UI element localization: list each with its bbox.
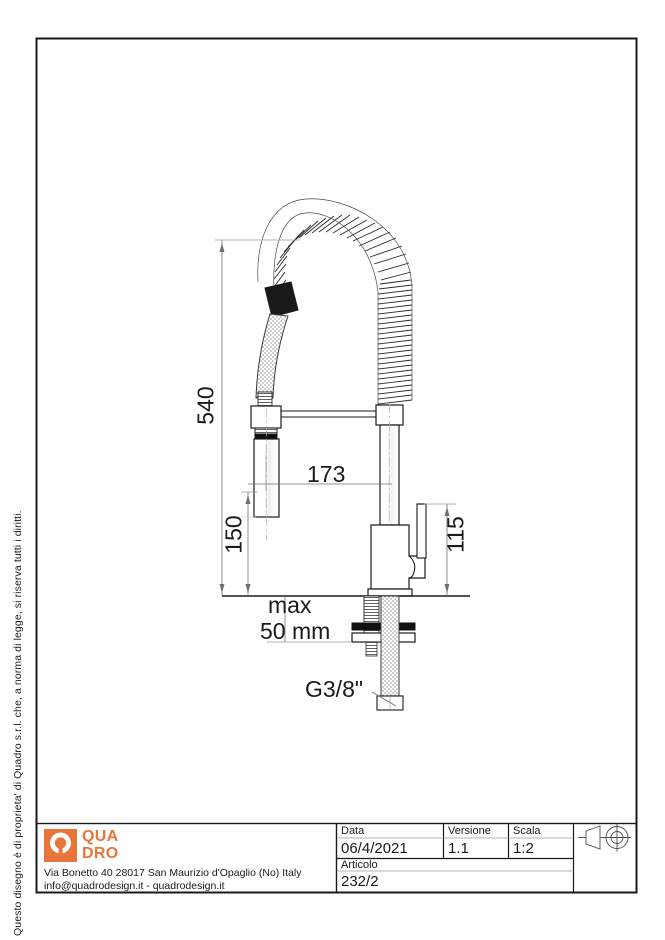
field-value-scala: 1:2 bbox=[513, 840, 534, 857]
coil-straight-right bbox=[377, 279, 413, 405]
faucet-drawing bbox=[222, 198, 470, 711]
field-header-scala: Scala bbox=[513, 825, 541, 837]
copyright-notice: Questo disegno è di proprieta' di Quadro… bbox=[12, 510, 24, 936]
leader-g38 bbox=[371, 691, 397, 707]
dim-173 bbox=[248, 455, 392, 492]
field-value-versione: 1.1 bbox=[448, 840, 469, 857]
dim-label-115: 115 bbox=[442, 516, 469, 553]
annotation-thread-size: G3/8" bbox=[305, 676, 364, 702]
mounting-hardware bbox=[351, 595, 416, 711]
dim-150 bbox=[241, 491, 258, 596]
brand-logo-mark bbox=[44, 829, 77, 862]
title-block-frame bbox=[35, 822, 638, 894]
annotation-max-line1: max bbox=[268, 592, 312, 618]
dim-540 bbox=[215, 239, 300, 596]
dim-label-173: 173 bbox=[307, 461, 346, 487]
company-address: Via Bonetto 40 28017 San Maurizio d'Opag… bbox=[44, 867, 302, 879]
dim-label-540: 540 bbox=[192, 386, 219, 425]
field-header-data: Data bbox=[341, 825, 365, 837]
field-value-data: 06/4/2021 bbox=[341, 840, 408, 857]
spring-coil-hose bbox=[257, 198, 413, 405]
braided-flex-hose bbox=[255, 313, 289, 399]
spray-head bbox=[250, 391, 282, 540]
field-header-articolo: Articolo bbox=[341, 859, 378, 871]
hose-connector-block bbox=[264, 281, 299, 318]
dim-max-50 bbox=[267, 596, 352, 643]
logo-wordmark-line1: QUA bbox=[82, 828, 119, 845]
projection-symbol bbox=[578, 823, 631, 852]
dim-label-150: 150 bbox=[220, 515, 247, 554]
faucet-body-and-handle bbox=[367, 503, 427, 597]
dimension-lines bbox=[215, 239, 456, 707]
dim-115 bbox=[424, 503, 456, 596]
spout-arm bbox=[281, 410, 379, 418]
annotation-max-line2: 50 mm bbox=[260, 618, 331, 644]
field-value-articolo: 232/2 bbox=[341, 873, 379, 890]
logo-wordmark-line2: DRO bbox=[82, 845, 119, 862]
coil-arch bbox=[273, 214, 412, 295]
field-header-versione: Versione bbox=[448, 825, 491, 837]
company-contact: info@quadrodesign.it - quadrodesign.it bbox=[44, 880, 225, 892]
